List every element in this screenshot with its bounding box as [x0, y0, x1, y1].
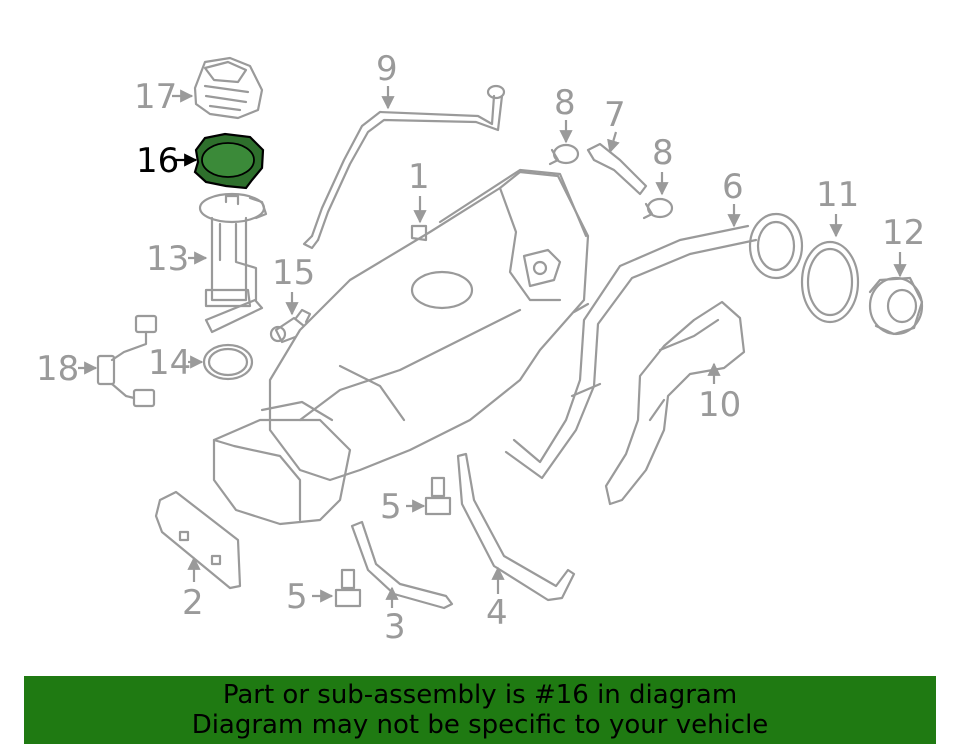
callout-8a: 8 — [554, 83, 576, 123]
parts-diagram: 17 16 13 14 18 15 — [36, 49, 925, 647]
callout-1: 1 — [408, 157, 430, 197]
callout-12: 12 — [882, 213, 925, 253]
callout-10: 10 — [698, 385, 741, 425]
callout-14: 14 — [148, 343, 191, 383]
leader-7 — [607, 131, 620, 154]
part-12-fuel-cap — [868, 276, 924, 336]
callout-8b: 8 — [652, 133, 674, 173]
callout-17: 17 — [134, 77, 177, 117]
callout-7: 7 — [604, 95, 626, 135]
callout-13: 13 — [146, 239, 189, 279]
part-5-bolt-lower — [334, 568, 362, 608]
part-2-protector — [154, 490, 242, 590]
part-5-bolt-upper — [424, 476, 452, 516]
callout-6: 6 — [722, 167, 744, 207]
banner-line-1: Part or sub-assembly is #16 in diagram — [222, 680, 738, 710]
callout-11: 11 — [816, 175, 859, 215]
part-18-harness — [96, 314, 158, 408]
part-11-gasket — [800, 240, 860, 324]
callout-16: 16 — [136, 141, 179, 181]
part-9-vent-tube — [302, 84, 506, 250]
info-banner: Part or sub-assembly is #16 in diagram D… — [24, 676, 936, 744]
callout-18: 18 — [36, 349, 79, 389]
part-6-filler-pipe — [504, 212, 804, 480]
part-7-hose — [586, 142, 648, 196]
part-1-fuel-tank — [212, 168, 590, 526]
part-17-cover — [193, 56, 264, 120]
callout-4: 4 — [486, 593, 508, 633]
banner-line-2: Diagram may not be specific to your vehi… — [191, 710, 769, 740]
callout-5b: 5 — [286, 577, 308, 617]
callout-3: 3 — [384, 607, 406, 647]
part-10-shield — [604, 300, 746, 506]
part-16-lock-ring — [193, 132, 265, 190]
part-8-clamp-left — [548, 143, 580, 166]
part-13-fuel-pump — [198, 192, 268, 334]
callout-15: 15 — [272, 253, 315, 293]
part-14-oring — [202, 343, 254, 381]
callout-2: 2 — [182, 583, 204, 623]
part-3-strap — [350, 520, 454, 610]
part-8-clamp-right — [642, 197, 674, 220]
callout-5a: 5 — [380, 487, 402, 527]
callout-9: 9 — [376, 49, 398, 89]
part-4-strap — [456, 452, 576, 602]
